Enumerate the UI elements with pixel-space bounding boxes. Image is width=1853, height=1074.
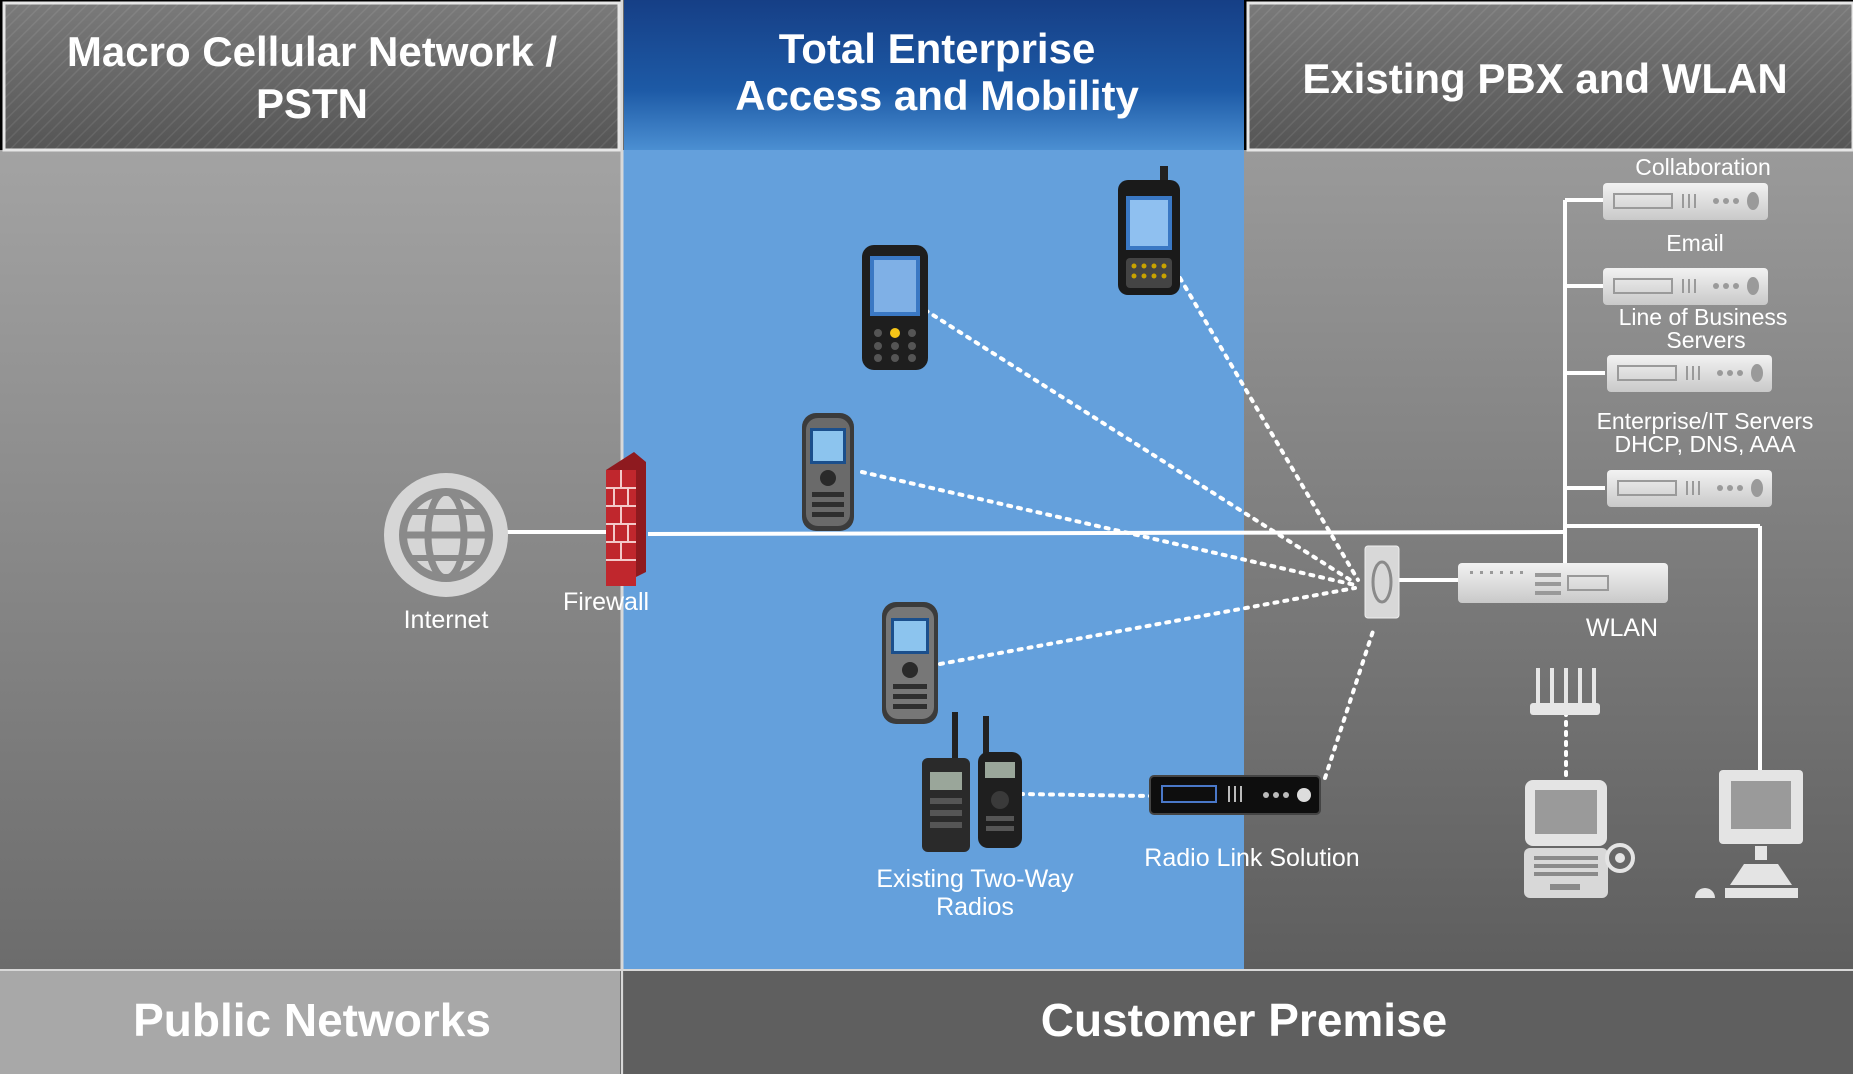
firewall-label: Firewall [563, 588, 649, 616]
phone-icon [802, 413, 854, 531]
header-center-line2: Access and Mobility [735, 72, 1139, 119]
two-way-radios-label-line1: Existing Two-Way [876, 865, 1074, 893]
desktop-icon [1695, 770, 1803, 898]
header-right-title: Existing PBX and WLAN [1302, 55, 1787, 102]
internet-label: Internet [404, 606, 489, 634]
server-icon [1607, 355, 1772, 392]
radio-icon [978, 716, 1022, 848]
radio-icon [922, 712, 970, 852]
footer-left: Public Networks [0, 970, 620, 1074]
pda-icon [1118, 166, 1180, 295]
header-center: Total Enterprise Access and Mobility [624, 0, 1244, 150]
lob-label-line1: Line of Business [1619, 304, 1788, 330]
collaboration-label: Collaboration [1635, 154, 1771, 180]
access-point-icon [1364, 545, 1400, 619]
server-icon [1603, 183, 1768, 220]
header-right: Existing PBX and WLAN [1246, 1, 1853, 152]
header-left-line1: Macro Cellular Network / [67, 28, 557, 75]
header-left-line2: PSTN [256, 80, 368, 127]
server-icon [1607, 470, 1772, 507]
two-way-radios-label-line2: Radios [936, 893, 1014, 921]
wlan-switch-icon [1458, 563, 1668, 603]
globe-icon [384, 473, 508, 597]
radio-link-device-icon [1149, 775, 1321, 815]
enterprise-label-line2: DHCP, DNS, AAA [1614, 431, 1796, 457]
header-center-line1: Total Enterprise [779, 25, 1096, 72]
laptop-icon [1524, 780, 1635, 898]
firewall-icon [606, 452, 646, 586]
footer-left-title: Public Networks [133, 994, 491, 1046]
header-left: Macro Cellular Network / PSTN [2, 1, 621, 152]
footer-right: Customer Premise [624, 970, 1853, 1074]
pda-icon [862, 245, 928, 370]
phone-icon [882, 602, 938, 724]
wireless-links [860, 276, 1568, 798]
email-label: Email [1666, 230, 1724, 256]
antenna-icon [1530, 668, 1600, 715]
server-icon [1603, 268, 1768, 305]
wired-links [505, 198, 1762, 770]
enterprise-label-line1: Enterprise/IT Servers [1597, 408, 1814, 434]
footer-right-title: Customer Premise [1041, 994, 1448, 1046]
radio-link-label: Radio Link Solution [1144, 844, 1359, 872]
public-network-zone [0, 150, 622, 970]
lob-label-line2: Servers [1666, 327, 1745, 353]
wlan-label: WLAN [1586, 614, 1658, 642]
